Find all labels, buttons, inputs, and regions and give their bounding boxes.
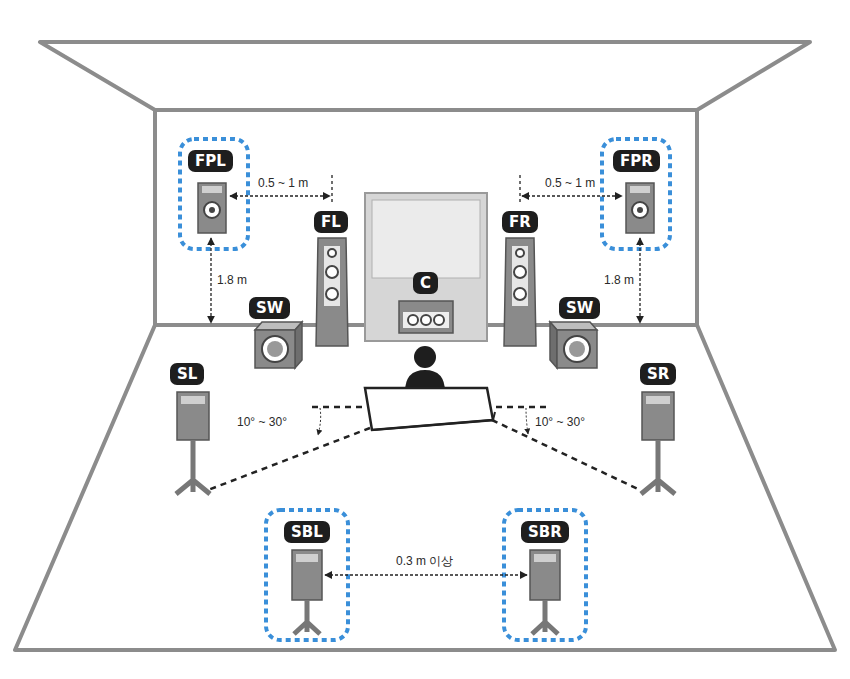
speaker-label: FR [509,213,531,231]
speaker-label: SW [566,299,593,317]
dimension-label: 1.8 m [602,273,636,287]
dimension-label: 10° ~ 30° [533,415,587,429]
dimension-label: 0.3 m 이상 [394,554,455,568]
presence-speakers [198,183,654,233]
speaker-tag: FPL [188,150,233,172]
dimension-label: 1.8 m [215,273,249,287]
speaker-tag: SL [170,363,204,385]
speaker-label: FPL [195,152,226,170]
optional-group-outline [180,139,670,640]
angle-arcs [318,408,528,435]
center-speaker [399,301,453,333]
speaker-tag: SW [249,297,290,319]
angle-guides [208,407,640,490]
dimension-label: 0.5 ~ 1 m [543,176,597,190]
dimension-lines [211,175,640,575]
screen [365,193,487,341]
speaker-tag: C [413,272,438,294]
speaker-tag: FPR [613,150,660,172]
speaker-label: C [420,274,431,292]
front-tower-speakers [316,238,536,346]
speaker-tag: SR [640,363,676,385]
speaker-label: SBL [291,523,323,541]
speaker-tag: SW [559,297,600,319]
subwoofers [255,322,597,368]
speaker-label: FPR [620,152,653,170]
surround-speakers [176,392,675,494]
listener [365,346,495,430]
speaker-label: FL [321,213,341,231]
speaker-label: SW [256,299,283,317]
surround-back-speakers [292,550,560,634]
speaker-tag: FL [314,211,348,233]
speaker-label: SR [647,365,669,383]
speaker-tag: SBR [521,521,569,543]
speaker-tag: SBL [284,521,330,543]
room-outline [15,42,835,650]
speaker-tag: FR [502,211,538,233]
speaker-label: SL [177,365,197,383]
dimension-label: 10° ~ 30° [235,415,289,429]
dimension-label: 0.5 ~ 1 m [256,176,310,190]
speaker-label: SBR [528,523,562,541]
